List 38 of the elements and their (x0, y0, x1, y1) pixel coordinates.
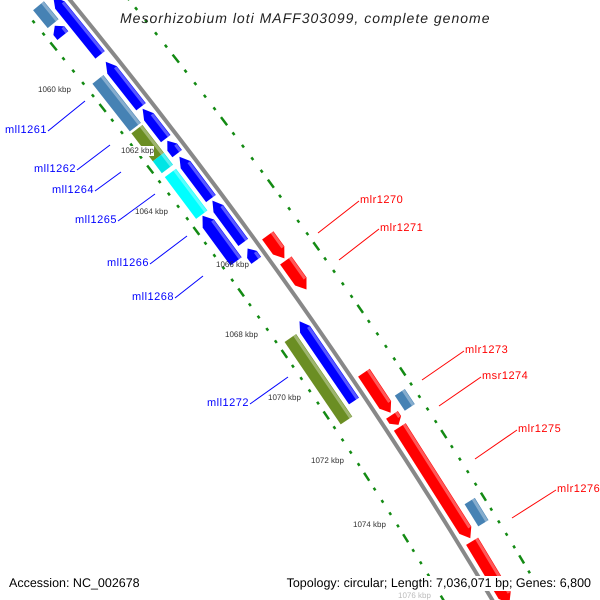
gene-label: mlr1273 (465, 345, 508, 356)
leader-line (150, 236, 188, 264)
scale-label: 1070 kbp (268, 394, 301, 402)
leader-line (174, 276, 204, 298)
gene-label: mll1266 (106, 258, 149, 269)
leader-line (438, 376, 482, 406)
gene-label: mll1264 (52, 185, 94, 196)
gene-label: msr1274 (482, 371, 528, 382)
scale-label: 1064 kbp (135, 208, 168, 216)
accession-text: Accession: NC_002678 (9, 576, 140, 590)
scale-label: 1066 kbp (216, 261, 249, 269)
gene-label: mll1265 (74, 215, 117, 226)
leader-line (76, 144, 110, 170)
gene-label: mll1261 (4, 125, 47, 136)
genome-summary-text: Topology: circular; Length: 7,036,071 bp; Genes: 6,800 (286, 576, 591, 590)
leader-line (512, 490, 556, 518)
scale-label: 1074 kbp (353, 521, 386, 529)
gene-label: mll1272 (206, 398, 249, 409)
scale-label: 1076 kbp (398, 591, 431, 600)
leader-line (338, 228, 380, 260)
gene-label: mlr1276 (557, 484, 600, 495)
scale-label: 1072 kbp (311, 457, 344, 465)
leader-line (250, 376, 288, 404)
leader-line (318, 200, 360, 234)
leader-line (474, 430, 518, 460)
leader-line (94, 172, 122, 192)
gene-label: mll1262 (34, 164, 76, 175)
gene-label: mlr1271 (380, 223, 424, 234)
scale-label: 1060 kbp (38, 86, 71, 94)
gene-label: mlr1270 (360, 195, 404, 206)
leader-line (118, 194, 156, 222)
scale-label: 1068 kbp (225, 331, 258, 339)
title: Mesorhizobium loti MAFF303099, complete genome (120, 11, 490, 25)
gene-label: mll1268 (132, 292, 174, 303)
scale-label: 1062 kbp (121, 146, 154, 156)
leader-line (48, 100, 86, 132)
leader-line (422, 350, 464, 380)
gene-label: mlr1275 (518, 424, 562, 435)
